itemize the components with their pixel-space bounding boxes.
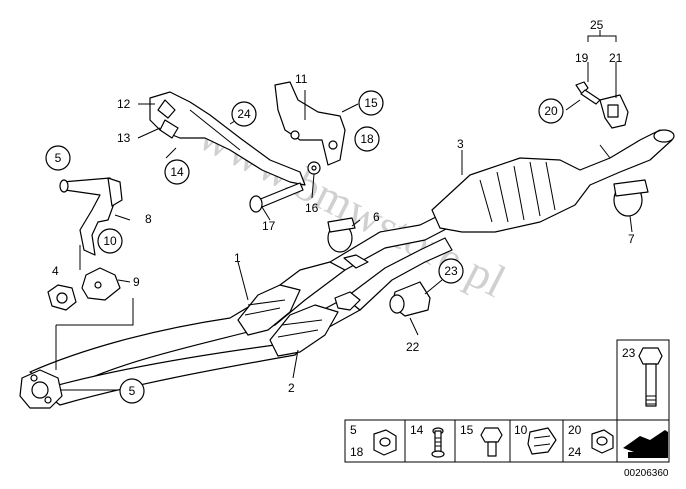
callout-13: 13 [117, 131, 131, 145]
legend-cell2: 14 [410, 423, 424, 437]
callout-5-top: 5 [45, 145, 71, 171]
clamp-6 [327, 217, 369, 269]
svg-text:14: 14 [170, 165, 184, 179]
legend-bolt-icon [480, 427, 503, 457]
callout-1: 1 [234, 251, 241, 265]
rear-silencer [431, 129, 675, 233]
svg-text:24: 24 [237, 107, 251, 121]
callout-8: 8 [145, 212, 152, 226]
legend-cell3: 15 [460, 423, 474, 437]
legend-cell5-bottom: 24 [568, 445, 582, 459]
diagram-code: 00206360 [624, 468, 669, 479]
hanger-part-19 [575, 81, 601, 105]
legend-nut-icon [373, 429, 397, 456]
callout-12: 12 [117, 97, 131, 111]
legend-cell1-top: 5 [350, 423, 357, 437]
callout-18: 18 [354, 126, 380, 152]
callout-19: 19 [575, 51, 589, 65]
bracket-11 [274, 81, 346, 166]
callout-7: 7 [628, 232, 635, 246]
leader-lines [55, 30, 633, 391]
callout-6: 6 [373, 210, 380, 224]
legend-bolt-box: 23 [616, 339, 670, 421]
legend-clip-icon [527, 427, 557, 455]
legend-row: 5 18 14 15 10 20 24 [344, 419, 670, 463]
gasket-4 [47, 284, 77, 311]
svg-text:5: 5 [55, 151, 62, 165]
front-pipe-assembly [19, 261, 361, 409]
bracket-12-13 [149, 91, 306, 186]
washer-16 [307, 161, 321, 175]
callout-3: 3 [457, 137, 464, 151]
legend-hex-nut-icon [591, 429, 614, 454]
legend-cell5-top: 20 [568, 423, 582, 437]
bracket-8 [59, 177, 123, 256]
svg-text:5: 5 [129, 384, 136, 398]
bolt-17 [249, 182, 304, 213]
legend-arrow-icon [623, 430, 668, 458]
callout-20: 20 [538, 98, 564, 124]
legend-cell4: 10 [514, 423, 528, 437]
callout-10: 10 [97, 228, 123, 254]
callout-4: 4 [52, 264, 59, 278]
hanger-21 [599, 94, 629, 129]
callout-9: 9 [133, 275, 140, 289]
callout-17: 17 [262, 219, 276, 233]
svg-text:18: 18 [360, 132, 374, 146]
rubber-mount-22 [389, 281, 431, 317]
clamp-7 [613, 179, 649, 217]
callout-5-bottom: 5 [119, 378, 145, 404]
callout-21: 21 [609, 51, 623, 65]
callout-14: 14 [164, 159, 190, 185]
callout-11: 11 [295, 72, 308, 86]
callout-23: 23 [438, 258, 464, 284]
svg-text:20: 20 [544, 104, 558, 118]
legend-screw-icon [431, 427, 445, 458]
legend-bolt-label: 23 [622, 346, 636, 360]
svg-text:10: 10 [103, 234, 117, 248]
svg-text:23: 23 [444, 264, 458, 278]
callout-16: 16 [305, 201, 319, 215]
svg-text:15: 15 [364, 96, 378, 110]
callout-15: 15 [358, 90, 384, 116]
callout-22: 22 [406, 340, 420, 354]
callout-2: 2 [288, 381, 295, 395]
legend-cell1-bottom: 18 [350, 445, 364, 459]
bracket-9 [81, 267, 121, 301]
callout-25: 25 [590, 18, 604, 32]
callout-24: 24 [231, 101, 257, 127]
